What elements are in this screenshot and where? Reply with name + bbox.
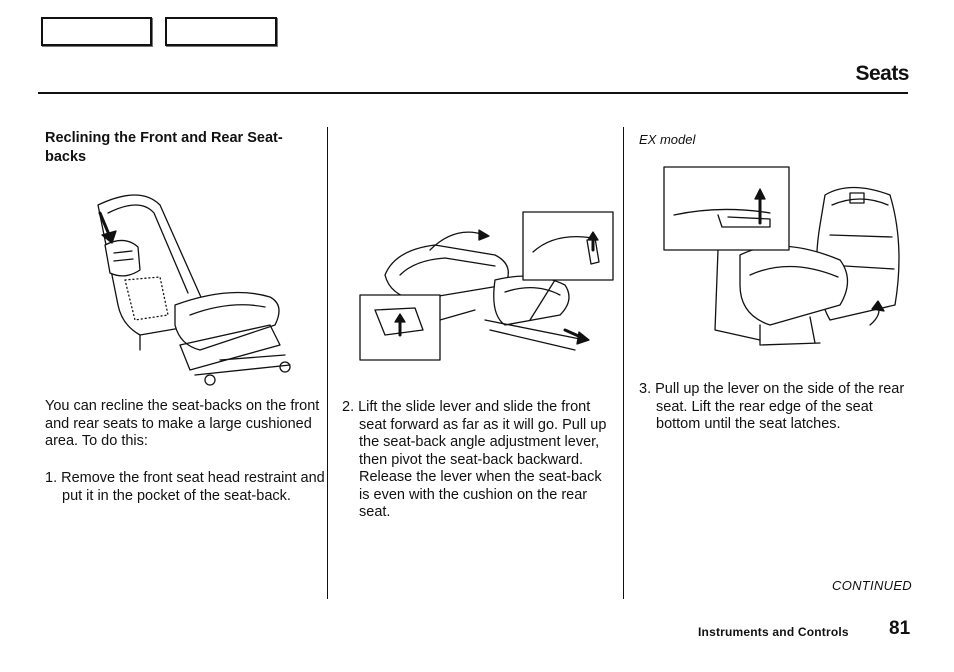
column-divider-1 <box>327 127 328 599</box>
section-title: Seats <box>855 62 909 85</box>
page-number: 81 <box>889 618 911 639</box>
front-seat-headrest-illustration <box>97 194 291 386</box>
nav-tab-2[interactable] <box>165 17 277 46</box>
model-label: EX model <box>639 132 696 147</box>
continued-label: CONTINUED <box>832 578 912 593</box>
intro-paragraph: You can recline the seat-backs on the fr… <box>45 398 320 449</box>
nav-tab-1[interactable] <box>41 17 152 46</box>
rear-seat-lever-illustration <box>663 166 900 346</box>
column-divider-2 <box>623 127 624 599</box>
step-3: 3. Pull up the lever on the side of the … <box>639 381 905 432</box>
footer-section-name: Instruments and Controls <box>698 625 849 639</box>
header-rule <box>38 92 908 94</box>
step-1: 1. Remove the front seat head restraint … <box>45 470 325 504</box>
step-2: 2. Lift the slide lever and slide the fr… <box>342 399 607 520</box>
subsection-heading: Reclining the Front and Rear Seat-backs <box>45 130 283 165</box>
front-seat-recline-illustration <box>359 211 614 361</box>
